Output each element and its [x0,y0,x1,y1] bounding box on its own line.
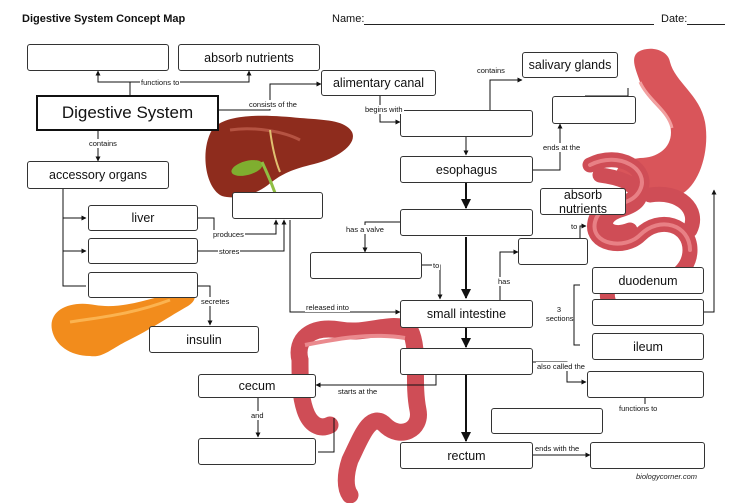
label-has: has [497,277,512,286]
label-produces: produces [212,230,245,239]
duodenum-box: duodenum [592,267,704,294]
blank-box-top-left[interactable] [27,44,169,71]
label-to-mid: to [432,261,441,270]
label-contains-left: contains [88,139,118,148]
pancreas-illustration [51,291,195,357]
page-title: Digestive System Concept Map [22,13,186,25]
ileum-box: ileum [592,333,704,360]
name-field[interactable]: Name: [332,13,655,25]
label-contains-top: contains [476,66,506,75]
label-consists-of: consists of the [248,100,298,109]
label-has-valve: has a valve [345,225,385,234]
absorb-nutrients-box-right: absorb nutrients [540,188,626,216]
date-field[interactable]: Date: [661,13,726,25]
blank-box-water[interactable] [491,408,603,434]
blank-box-appendix[interactable] [198,438,316,465]
label-secretes: secretes [200,297,231,306]
blank-box-pancreas[interactable] [88,272,198,298]
esophagus-box: esophagus [400,156,533,183]
blank-box-villi[interactable] [518,238,588,265]
blank-box-valve[interactable] [310,252,422,279]
label-sections: 3 sections [546,305,574,323]
date-label: Date: [661,13,688,25]
blank-box-anus[interactable] [590,442,705,469]
label-functions-to-top: functions to [140,78,181,87]
label-starts-at: starts at the [337,387,379,396]
accessory-organs-box: accessory organs [27,161,169,189]
blank-box-jejunum[interactable] [592,299,704,326]
label-ends-at: ends at the [542,143,582,152]
digestive-system-box: Digestive System [36,95,219,131]
liver-box: liver [88,205,198,231]
label-to-right: to [570,222,579,231]
label-ends-with: ends with the [534,444,581,453]
label-functions-to-bottom: functions to [618,404,659,413]
blank-box-mouth[interactable] [400,110,533,137]
blank-box-colon[interactable] [587,371,704,398]
blank-box-stomach[interactable] [552,96,636,124]
label-begins-with: begins with [364,105,404,114]
cecum-box: cecum [198,374,316,398]
blank-box-gallbladder[interactable] [88,238,198,264]
rectum-box: rectum [400,442,533,469]
name-label: Name: [332,13,365,25]
blank-box-stomach-canal[interactable] [400,209,533,236]
salivary-glands-box: salivary glands [522,52,618,78]
small-intestine-box: small intestine [400,300,533,328]
label-stores: stores [218,247,241,256]
label-also-called: also called the [536,362,586,371]
label-and: and [250,411,265,420]
blank-box-large-intestine[interactable] [400,348,533,375]
absorb-nutrients-box-top: absorb nutrients [178,44,320,71]
alimentary-canal-box: alimentary canal [321,70,436,96]
label-released-into: released into [305,303,350,312]
source-credit: biologycorner.com [636,472,697,481]
insulin-box: insulin [149,326,259,353]
blank-box-bile[interactable] [232,192,323,219]
